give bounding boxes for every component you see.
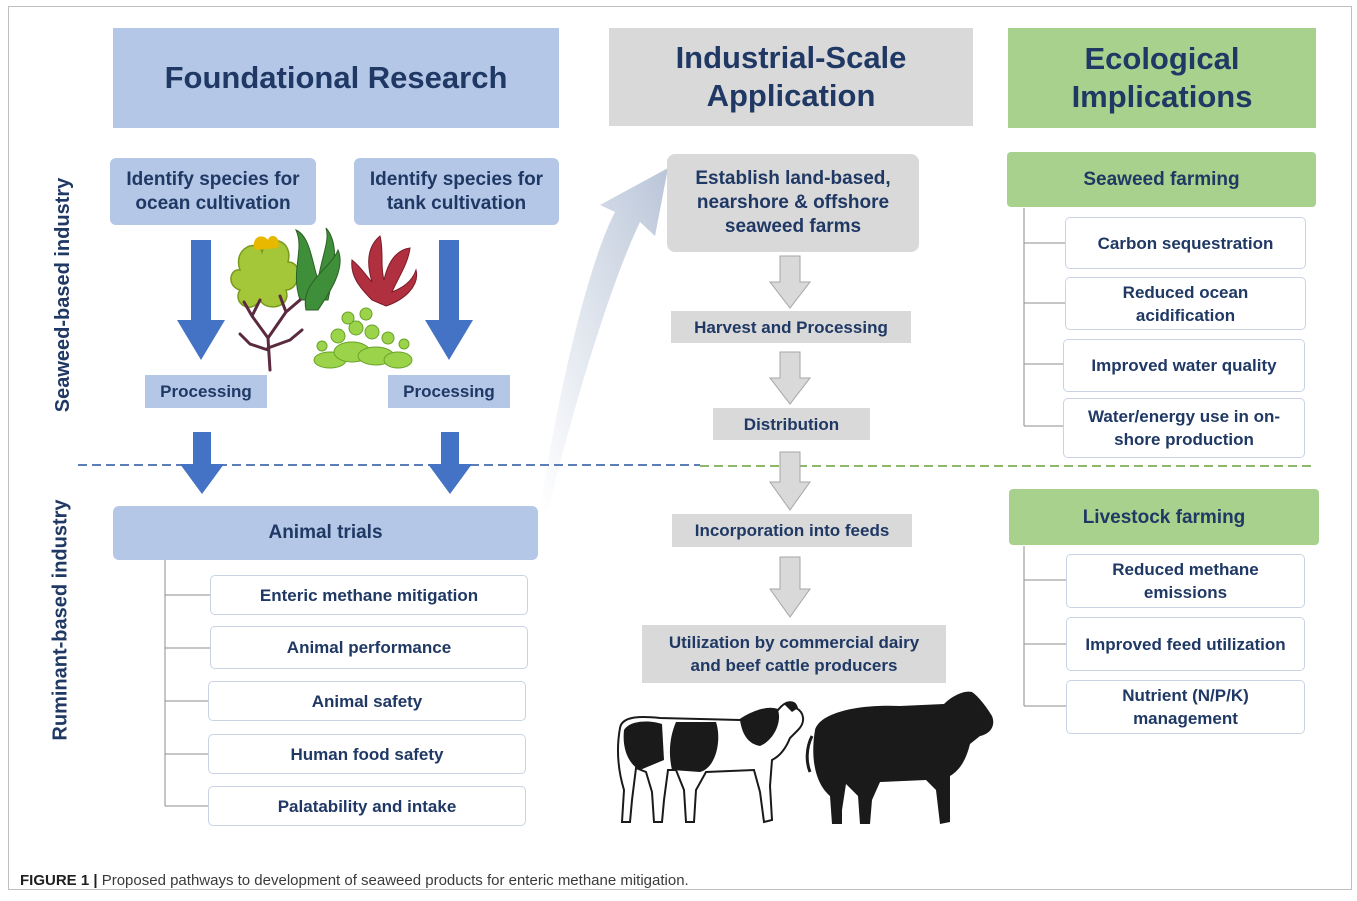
- purple-coral-seaweed-icon: [238, 294, 304, 372]
- seaweed-illustration: [230, 227, 418, 372]
- row-label-seaweed-industry: Seaweed-based industry: [52, 177, 74, 413]
- figure-frame: [8, 6, 1352, 890]
- grey-arrows: [768, 255, 812, 618]
- livestock-farming-box: Livestock farming: [1009, 489, 1319, 545]
- red-seaweed-icon: [351, 235, 418, 307]
- figure-caption: FIGURE 1 | Proposed pathways to developm…: [20, 872, 689, 889]
- down-arrow-icon: [769, 556, 811, 618]
- seaweed-impact-item: Carbon sequestration: [1065, 217, 1306, 269]
- down-arrow-icon: [425, 240, 473, 360]
- incorporation-feeds-box: Incorporation into feeds: [672, 514, 912, 547]
- distribution-box: Distribution: [713, 408, 870, 440]
- tank-cultivation-box: Identify species for tank cultivation: [354, 158, 559, 225]
- green-seaweed-icon: [230, 235, 299, 308]
- seaweed-farming-box: Seaweed farming: [1007, 152, 1316, 207]
- dairy-cow-icon: [616, 701, 804, 824]
- trial-item: Palatability and intake: [208, 786, 526, 826]
- harvest-processing-box: Harvest and Processing: [671, 311, 911, 343]
- processing-right-box: Processing: [388, 375, 510, 408]
- down-arrow-icon: [769, 451, 811, 511]
- livestock-impact-item: Reduced methane emissions: [1066, 554, 1305, 608]
- down-arrow-icon: [177, 240, 225, 360]
- eco-connectors: [1023, 208, 1066, 707]
- kelp-seaweed-icon: [295, 227, 341, 311]
- down-arrow-icon: [768, 255, 812, 309]
- header-ecological-implications: Ecological Implications: [1008, 28, 1316, 128]
- transition-curved-arrow: [540, 168, 668, 510]
- seaweed-farms-box: Establish land-based, nearshore & offsho…: [667, 154, 919, 252]
- down-arrow-icon: [768, 351, 812, 405]
- seaweed-impact-item: Reduced ocean acidification: [1065, 277, 1306, 330]
- beef-cattle-icon: [805, 691, 994, 824]
- header-industrial-scale-application: Industrial-Scale Application: [609, 28, 973, 126]
- row-label-ruminant-industry: Ruminant-based industry: [49, 499, 72, 741]
- ocean-cultivation-box: Identify species for ocean cultivation: [110, 158, 316, 225]
- caption-text: Proposed pathways to development of seaw…: [97, 872, 689, 889]
- utilization-box: Utilization by commercial dairy and beef…: [642, 625, 946, 683]
- seaweed-impact-item: Water/energy use in on-shore production: [1063, 398, 1305, 458]
- down-arrow-icon: [180, 432, 224, 494]
- processing-left-box: Processing: [145, 375, 267, 408]
- sea-grape-seaweed-icon: [313, 307, 413, 369]
- trial-item: Animal performance: [210, 626, 528, 669]
- blue-arrows: [177, 240, 473, 494]
- header-foundational-research: Foundational Research: [113, 28, 559, 128]
- livestock-impact-item: Nutrient (N/P/K) management: [1066, 680, 1305, 734]
- animal-trials-box: Animal trials: [113, 506, 538, 560]
- trial-connectors: [164, 560, 210, 807]
- down-arrow-icon: [428, 432, 472, 494]
- trial-item: Animal safety: [208, 681, 526, 721]
- caption-label: FIGURE 1 |: [20, 872, 98, 889]
- trial-item: Enteric methane mitigation: [210, 575, 528, 615]
- trial-item: Human food safety: [208, 734, 526, 774]
- livestock-impact-item: Improved feed utilization: [1066, 617, 1305, 671]
- seaweed-impact-item: Improved water quality: [1063, 339, 1305, 392]
